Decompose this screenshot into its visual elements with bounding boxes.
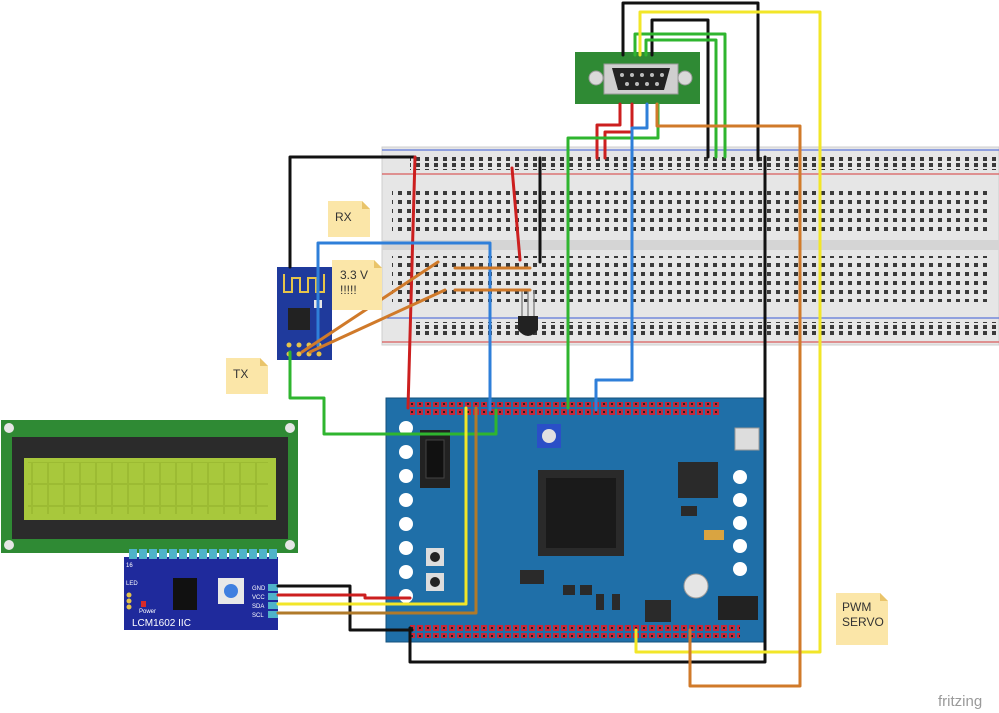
fritzing-logo: fritzing	[938, 693, 982, 710]
note-pwm-servo: PWM SERVO	[836, 593, 888, 645]
wire-green	[633, 32, 727, 159]
note-voltage: 3.3 V !!!!!	[332, 260, 382, 310]
breadboard	[381, 146, 999, 346]
note-rx-text: RX	[335, 210, 352, 224]
led-label: LED	[126, 581, 138, 587]
pin-gnd-label: GND	[252, 586, 266, 592]
pin-scl-label: SCL	[252, 613, 264, 619]
wire-black	[650, 18, 710, 159]
wire-green	[644, 38, 718, 159]
pin-vcc-label: VCC	[252, 595, 265, 601]
wire-yellow	[634, 10, 822, 654]
wire-green	[288, 350, 498, 436]
wire-blue	[316, 241, 492, 412]
note-rx: RX	[328, 201, 370, 237]
note-servo-text: SERVO	[842, 615, 884, 629]
wire-orange	[276, 406, 478, 615]
note-pwm-text: PWM	[842, 600, 871, 614]
temperature-sensor	[518, 290, 538, 336]
wire-orange	[308, 288, 447, 354]
wire-black	[621, 1, 760, 162]
lcd-model-label: LCM1602 IIC	[132, 618, 191, 629]
wire-black	[276, 584, 414, 632]
wire-red	[276, 593, 412, 600]
note-tx-text: TX	[233, 367, 248, 381]
wire-red	[510, 166, 522, 262]
wire-red	[595, 102, 622, 160]
wire-red	[406, 155, 417, 410]
wire-orange	[655, 102, 802, 688]
pin-sda-label: SDA	[252, 604, 264, 610]
note-tx: TX	[226, 358, 268, 394]
wire-black	[408, 155, 767, 664]
arduino-mega-board	[385, 397, 765, 643]
note-voltage-warning: !!!!!	[340, 283, 357, 297]
db9-connector	[575, 52, 700, 104]
lcd-1602-display	[1, 420, 298, 553]
wires	[276, 1, 822, 688]
wire-yellow	[276, 406, 468, 606]
i2c-backpack	[124, 549, 278, 630]
pin-count-label: 16	[126, 563, 133, 569]
power-label: Power	[139, 609, 156, 615]
wire-blue	[594, 102, 649, 412]
note-voltage-text: 3.3 V	[340, 268, 368, 282]
wire-red	[603, 102, 634, 160]
wire-black	[288, 155, 417, 269]
